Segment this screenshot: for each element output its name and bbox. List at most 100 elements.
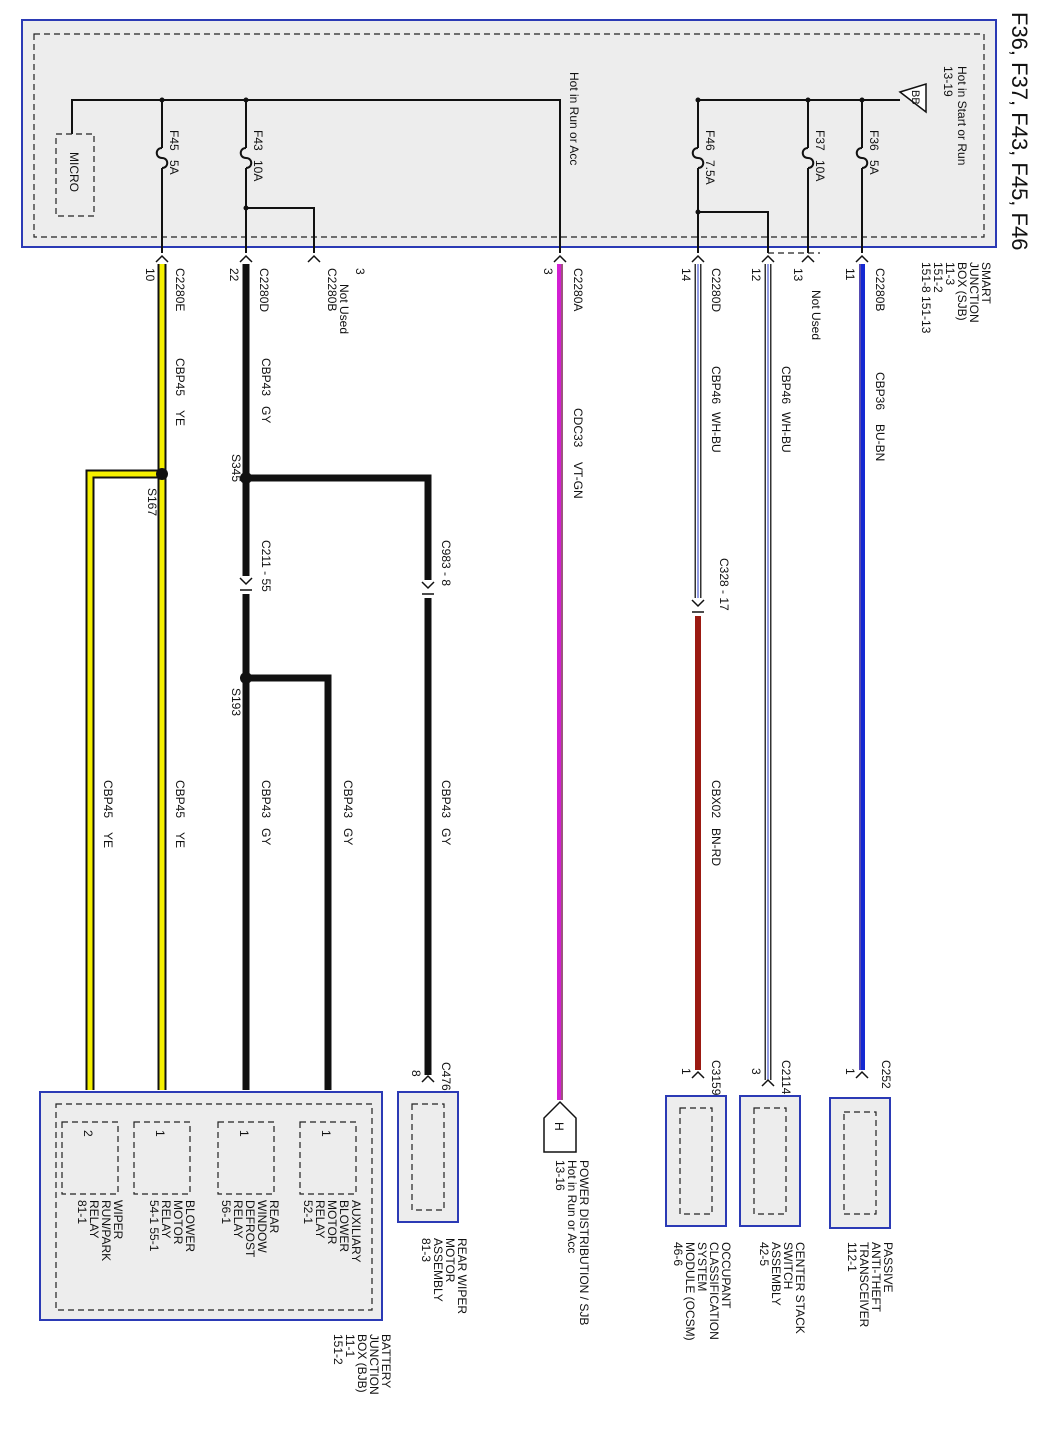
svg-text:46-6: 46-6 (671, 1242, 685, 1266)
svg-text:WIPER: WIPER (111, 1200, 125, 1240)
wire-cbp43-rear (246, 474, 432, 1075)
svg-text:MOTOR: MOTOR (171, 1200, 185, 1245)
svg-text:BLOWER: BLOWER (337, 1200, 351, 1252)
pin-relay-wiper: 2 (81, 1130, 95, 1137)
svg-text:151-8 151-13: 151-8 151-13 (919, 262, 933, 334)
label-cbp43-main: CBP43 GY (259, 358, 273, 423)
svg-text:S167: S167 (145, 488, 159, 516)
diagram-title: F36, F37, F43, F45, F46 (1007, 12, 1032, 250)
svg-text:151-2: 151-2 (931, 262, 945, 293)
svg-text:CBP45: CBP45 (173, 358, 187, 396)
relay-aux-blower (299, 1121, 357, 1195)
pin-relay-blower-motor: 1 (153, 1130, 167, 1137)
label-cdc33: CDC33 VT-GN (571, 408, 585, 499)
svg-text:MOTOR: MOTOR (443, 1238, 457, 1283)
label-bjb: BATTERY JUNCTION BOX (BJB) 11-1 151-2 (331, 1334, 393, 1395)
svg-text:GY: GY (439, 828, 453, 845)
svg-text:S193: S193 (229, 688, 243, 716)
svg-text:WH-BU: WH-BU (779, 412, 793, 453)
pin-center-stack: 3 (749, 1068, 763, 1075)
conn-center-stack: C2114 (779, 1060, 793, 1095)
label-relay-aux-blower: AUXILIARY BLOWER MOTOR RELAY 52-1 (301, 1200, 363, 1262)
svg-text:10A: 10A (251, 160, 265, 181)
svg-text:C2280B: C2280B (325, 268, 339, 311)
svg-text:11-3: 11-3 (943, 262, 957, 285)
svg-text:C3159: C3159 (709, 1060, 723, 1096)
svg-text:7.5A: 7.5A (703, 160, 717, 185)
inline-c328 (690, 598, 706, 616)
svg-text:52-1: 52-1 (301, 1200, 315, 1224)
micro-label: MICRO (67, 152, 81, 192)
svg-text:5A: 5A (167, 160, 181, 175)
power-dist-symbol: H (552, 1122, 566, 1131)
svg-text:S345: S345 (229, 454, 243, 482)
svg-text:BB: BB (909, 90, 921, 105)
conn-run-acc: C2280A (571, 268, 585, 311)
svg-text:C983 - 8: C983 - 8 (439, 540, 453, 586)
svg-text:F37: F37 (813, 130, 827, 151)
svg-text:C2280D: C2280D (709, 268, 723, 312)
svg-text:C328 - 17: C328 - 17 (717, 558, 731, 611)
pin-pats: 1 (843, 1068, 857, 1075)
svg-text:81-1: 81-1 (75, 1200, 89, 1224)
svg-text:REAR WIPER: REAR WIPER (455, 1238, 469, 1314)
label-cbp36: CBP36 BU-BN (873, 372, 887, 461)
svg-text:WINDOW: WINDOW (255, 1200, 269, 1253)
conn-f37: Not Used (809, 290, 823, 340)
ocsm-module (665, 1095, 727, 1227)
svg-text:F46: F46 (703, 130, 717, 151)
svg-text:Hot in Run or Acc: Hot in Run or Acc (565, 1160, 579, 1253)
svg-text:JUNCTION: JUNCTION (367, 1334, 381, 1395)
svg-text:10A: 10A (813, 160, 827, 181)
svg-text:C211 - 55: C211 - 55 (259, 540, 273, 592)
fuse-f36-icon (855, 147, 869, 169)
wire-cbp45-wiper (85, 469, 162, 1090)
svg-text:Not Used: Not Used (337, 284, 351, 334)
svg-text:F43: F43 (251, 130, 265, 151)
svg-text:JUNCTION: JUNCTION (967, 262, 981, 323)
svg-text:GY: GY (259, 406, 273, 423)
bjb-box (39, 1091, 383, 1321)
pin-f43: 22 (227, 268, 241, 282)
label-s345: S345 (229, 454, 243, 482)
pin-relay-aux-blower: 1 (319, 1130, 333, 1137)
label-cbp46-ocsm: CBP46 WH-BU (709, 366, 723, 453)
svg-text:81-3: 81-3 (419, 1238, 433, 1262)
label-cbp45-main: CBP45 YE (173, 358, 187, 426)
label-cbx02: CBX02 BN-RD (709, 780, 723, 866)
svg-text:BOX (BJB): BOX (BJB) (355, 1334, 369, 1393)
conn-f45: C2280E (173, 268, 187, 311)
svg-text:151-2: 151-2 (331, 1334, 345, 1365)
svg-text:ASSEMBLY: ASSEMBLY (769, 1242, 783, 1306)
svg-text:C2280E: C2280E (173, 268, 187, 311)
svg-text:CBP45: CBP45 (173, 780, 187, 818)
conn-ocsm: C3159 (709, 1060, 723, 1096)
svg-text:RELAY: RELAY (87, 1200, 101, 1238)
fuse-f37-label: F37 10A (813, 130, 827, 181)
label-cbp43-aux: CBP43 GY (341, 780, 355, 845)
pin-f37: 13 (791, 268, 805, 282)
svg-text:YE: YE (173, 410, 187, 426)
pin-ocsm: 1 (679, 1068, 693, 1075)
sjb-connector-pins (155, 254, 869, 263)
relay-blower-motor (133, 1121, 191, 1195)
fuse-f46-icon (691, 147, 705, 169)
svg-text:F36: F36 (867, 130, 881, 151)
svg-text:CLASSIFICATION: CLASSIFICATION (707, 1242, 721, 1340)
pin-f36: 11 (843, 268, 857, 281)
svg-text:BU-BN: BU-BN (873, 424, 887, 461)
svg-text:Hot in Run or Acc: Hot in Run or Acc (567, 72, 581, 165)
inline-c983 (420, 580, 436, 598)
svg-text:CBP43: CBP43 (259, 358, 273, 396)
svg-text:ANTI-THEFT: ANTI-THEFT (869, 1242, 883, 1313)
svg-text:F45: F45 (167, 130, 181, 151)
fuse-f45-label: F45 5A (167, 130, 181, 175)
fuse-f36-label: F36 5A (867, 130, 881, 175)
fuse-f43-icon (239, 147, 253, 169)
fuse-f43-label: F43 10A (251, 130, 265, 181)
conn-f43-unused: C2280B Not Used 3 (325, 268, 367, 334)
label-c211: C211 - 55 (259, 540, 273, 592)
svg-text:54-1 55-1: 54-1 55-1 (147, 1200, 161, 1252)
label-c328: C328 - 17 (717, 558, 731, 611)
run-acc-bus (71, 99, 561, 253)
